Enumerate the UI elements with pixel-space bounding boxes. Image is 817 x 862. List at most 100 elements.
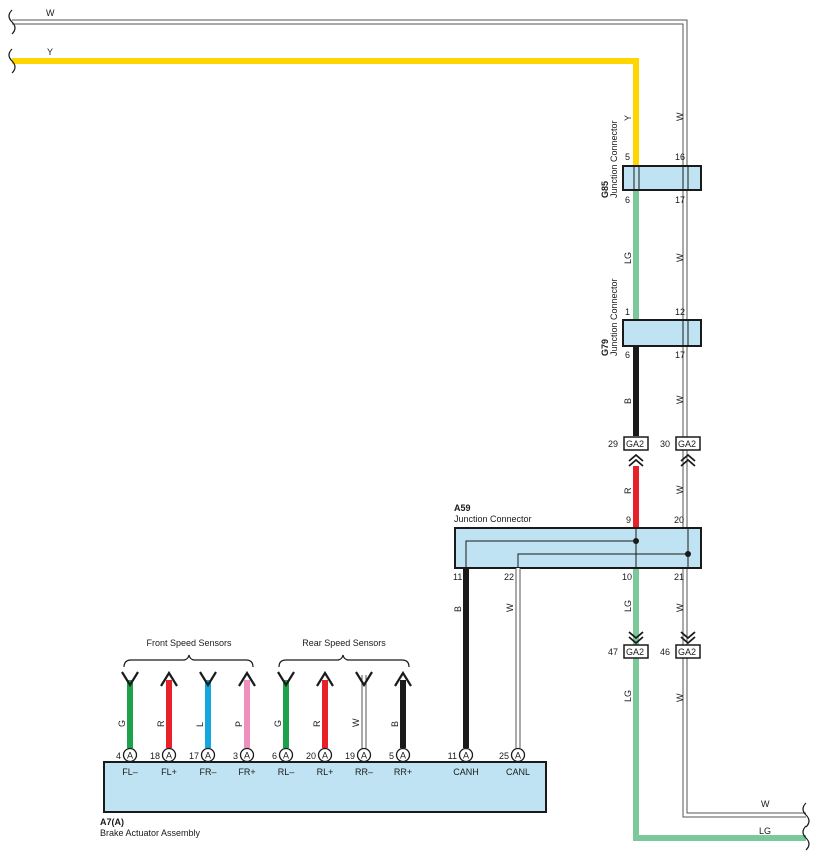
ga2-lower-right-label: GA2 — [678, 647, 696, 657]
terminal-letter-rl-plus: A — [322, 751, 328, 761]
ga2-lower-left-label: GA2 — [626, 647, 644, 657]
a59-pin-20: 20 — [674, 515, 684, 525]
terminal-pin-fl-minus: 4 — [116, 751, 121, 761]
a59-pin-9: 9 — [626, 515, 631, 525]
sensor-wire-label-fl-minus: G — [117, 720, 127, 727]
left-break-marks — [8, 9, 16, 74]
ga2-upper-left — [623, 436, 649, 467]
terminal-circle-rr-plus — [395, 747, 411, 763]
terminal-letter-fr-minus: A — [205, 751, 211, 761]
sensor-arrow-v-rl-minus — [277, 671, 295, 688]
sensor-arrow-up-fl-plus — [160, 670, 178, 687]
g85-pin-17: 17 — [675, 195, 685, 205]
terminal-pin-rr-plus: 5 — [389, 751, 394, 761]
terminal-letter-fl-plus: A — [166, 751, 172, 761]
terminal-letter-canh: A — [463, 751, 469, 761]
terminal-label-rr-plus: RR+ — [394, 767, 412, 777]
bottom-lg-label: LG — [759, 826, 771, 836]
g79-connector — [622, 319, 702, 347]
terminal-circle-rr-minus — [356, 747, 372, 763]
g79-w-label: W — [675, 253, 685, 262]
g85-y-label: Y — [623, 115, 633, 121]
terminal-label-canh: CANH — [453, 767, 479, 777]
terminal-label-rl-minus: RL– — [278, 767, 295, 777]
top-w-label: W — [46, 8, 55, 18]
g85-w-label: W — [675, 112, 685, 121]
sensor-arrow-up-fr-plus — [238, 670, 256, 687]
terminal-pin-canl: 25 — [499, 751, 509, 761]
terminal-circle-canh — [458, 747, 474, 763]
front-sensors-brace — [123, 654, 254, 668]
ga2-upper-right-label: GA2 — [678, 439, 696, 449]
sensor-wire-label-rr-plus: B — [390, 721, 400, 727]
terminal-label-rr-minus: RR– — [355, 767, 373, 777]
a59-r-label: R — [623, 487, 633, 494]
sensor-wire-label-fr-plus: P — [234, 721, 244, 727]
terminal-circle-fl-minus — [122, 747, 138, 763]
g85-name: Junction Connector — [609, 120, 619, 198]
a59-name: Junction Connector — [454, 514, 532, 524]
g79-pin-17: 17 — [675, 350, 685, 360]
a7-id: A7(A) — [100, 817, 124, 827]
g85-id: G85 — [600, 181, 610, 198]
terminal-pin-fr-plus: 3 — [233, 751, 238, 761]
a59-pin-11: 11 — [453, 572, 462, 582]
g85-pin-16: 16 — [675, 152, 685, 162]
sensor-wire-label-rl-plus: R — [312, 720, 322, 727]
a7-body — [103, 761, 547, 813]
a59-connector — [454, 527, 702, 569]
ga2-upper-left-label: GA2 — [626, 439, 644, 449]
g79-id: G79 — [600, 339, 610, 356]
g79-pin-12: 12 — [675, 307, 685, 317]
a7-terminals: GA4FL–RA18FL+LA17FR–PA3FR+GA6RL–RA20RL+W… — [116, 670, 530, 777]
terminal-label-rl-plus: RL+ — [317, 767, 334, 777]
ga2-b-label: B — [623, 398, 633, 404]
sensor-wire-label-fr-minus: L — [195, 722, 205, 727]
a59-pin-10: 10 — [622, 572, 632, 582]
bottom-w-label: W — [761, 799, 770, 809]
terminal-pin-rr-minus: 19 — [345, 751, 355, 761]
terminal-pin-rl-minus: 6 — [272, 751, 277, 761]
sensor-arrow-up-rl-plus — [316, 670, 334, 687]
sensor-wire-label-fl-plus: R — [156, 720, 166, 727]
top-white-wire — [12, 19, 806, 818]
terminal-label-fr-plus: FR+ — [238, 767, 255, 777]
ga2-upper-right — [675, 436, 701, 467]
terminal-letter-rl-minus: A — [283, 751, 289, 761]
sensor-arrow-v-rr-minus — [355, 671, 373, 688]
sensor-wire-label-rl-minus: G — [273, 720, 283, 727]
terminal-letter-fr-plus: A — [244, 751, 250, 761]
ga2-lower-right-pin: 46 — [660, 647, 670, 657]
right-break-marks — [802, 802, 810, 851]
sensor-arrow-v-fr-minus — [199, 671, 217, 688]
ga2-upper-right-pin: 30 — [660, 439, 670, 449]
terminal-pin-fr-minus: 17 — [189, 751, 199, 761]
terminal-pin-rl-plus: 20 — [306, 751, 316, 761]
ga2-lower-right — [675, 631, 701, 659]
lower-lg-label: LG — [623, 600, 633, 612]
rear-sensors-label: Rear Speed Sensors — [302, 638, 386, 648]
terminal-label-canl: CANL — [506, 767, 530, 777]
terminal-label-fl-minus: FL– — [122, 767, 138, 777]
top-y-label: Y — [47, 47, 53, 57]
g85-pin-5: 5 — [625, 152, 630, 162]
terminal-circle-rl-plus — [317, 747, 333, 763]
top-yellow-wire — [12, 58, 639, 166]
terminal-circle-fr-minus — [200, 747, 216, 763]
terminal-letter-rr-plus: A — [400, 751, 406, 761]
low-w-label: W — [675, 693, 685, 702]
a7-name: Brake Actuator Assembly — [100, 828, 201, 838]
a59-w-label: W — [675, 485, 685, 494]
terminal-circle-fr-plus — [239, 747, 255, 763]
a59-id: A59 — [454, 503, 471, 513]
front-sensors-label: Front Speed Sensors — [146, 638, 232, 648]
ga2-lower-left-pin: 47 — [608, 647, 618, 657]
sensor-arrow-up-rr-plus — [394, 670, 412, 687]
g79-pin-1: 1 — [625, 307, 630, 317]
canl-w-label: W — [505, 603, 515, 612]
terminal-label-fl-plus: FL+ — [161, 767, 177, 777]
lower-w-label: W — [675, 603, 685, 612]
sensor-arrow-v-fl-minus — [121, 671, 139, 688]
rear-sensors-brace — [278, 654, 410, 668]
